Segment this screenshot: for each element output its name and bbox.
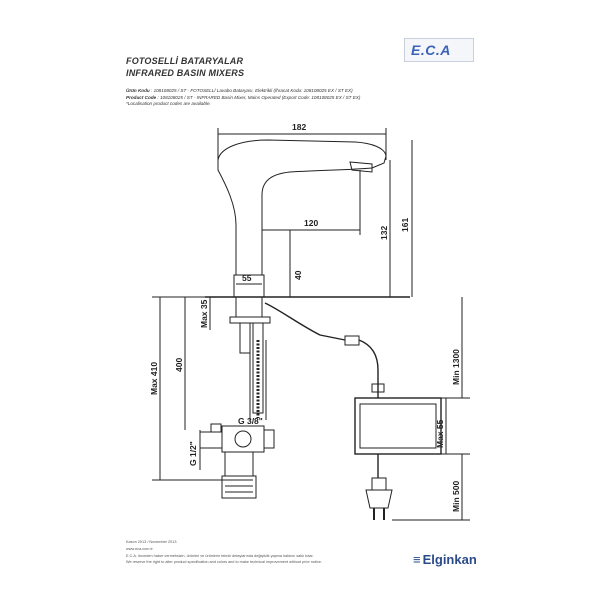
product-code-en: Product Code : 108108025 / ST - INFRARED…	[126, 95, 360, 100]
dim-40: 40	[293, 270, 303, 280]
product-code-en-label: Product Code	[126, 95, 157, 100]
dim-g12: G 1/2"	[188, 441, 198, 466]
elginkan-logo: ≡Elginkan	[413, 552, 477, 567]
dim-400: 400	[174, 358, 184, 372]
dim-max-55: Max 55	[435, 419, 445, 448]
dim-min-500: Min 500	[451, 481, 461, 512]
localisation-note: *Localisation product codes are availabl…	[126, 101, 211, 106]
dim-182: 182	[292, 122, 306, 132]
footer-note-en: We reserve the right to alter product sp…	[126, 560, 322, 564]
product-code-tr-label: Ürün Kodu	[126, 88, 150, 93]
title-turkish: FOTOSELLİ BATARYALAR	[126, 56, 244, 66]
dim-120: 120	[304, 218, 318, 228]
faucet-body	[217, 139, 387, 276]
dim-max-35: Max 35	[199, 299, 209, 328]
elginkan-logo-text: Elginkan	[422, 552, 477, 567]
dim-55-base: 55	[242, 273, 252, 283]
product-code-tr: Ürün Kodu : 108108025 / ST - FOTOSELLİ L…	[126, 88, 353, 93]
title-english: INFRARED BASIN MIXERS	[126, 68, 245, 78]
dim-161: 161	[400, 218, 410, 232]
dim-g38: G 3/8"	[238, 416, 263, 426]
eca-logo: E.C.A	[404, 38, 474, 62]
product-code-en-text: : 108108025 / ST - INFRARED Basin Mixer,…	[157, 95, 361, 100]
eca-logo-text: E.C.A	[411, 42, 451, 58]
footer-date: Kasım 2013 / November 2013	[126, 540, 177, 544]
elginkan-mark-icon: ≡	[413, 552, 421, 567]
footer-note-tr: E.C.A. önceden haber vermeksizin, ürünle…	[126, 554, 314, 558]
footer-url: www.eca.com.tr	[126, 547, 153, 551]
product-code-tr-text: : 108108025 / ST - FOTOSELLİ Lavabo Bata…	[151, 88, 353, 93]
dim-max-410: Max 410	[149, 362, 159, 395]
dim-132: 132	[379, 226, 389, 240]
dim-min-1300: Min 1300	[451, 349, 461, 385]
